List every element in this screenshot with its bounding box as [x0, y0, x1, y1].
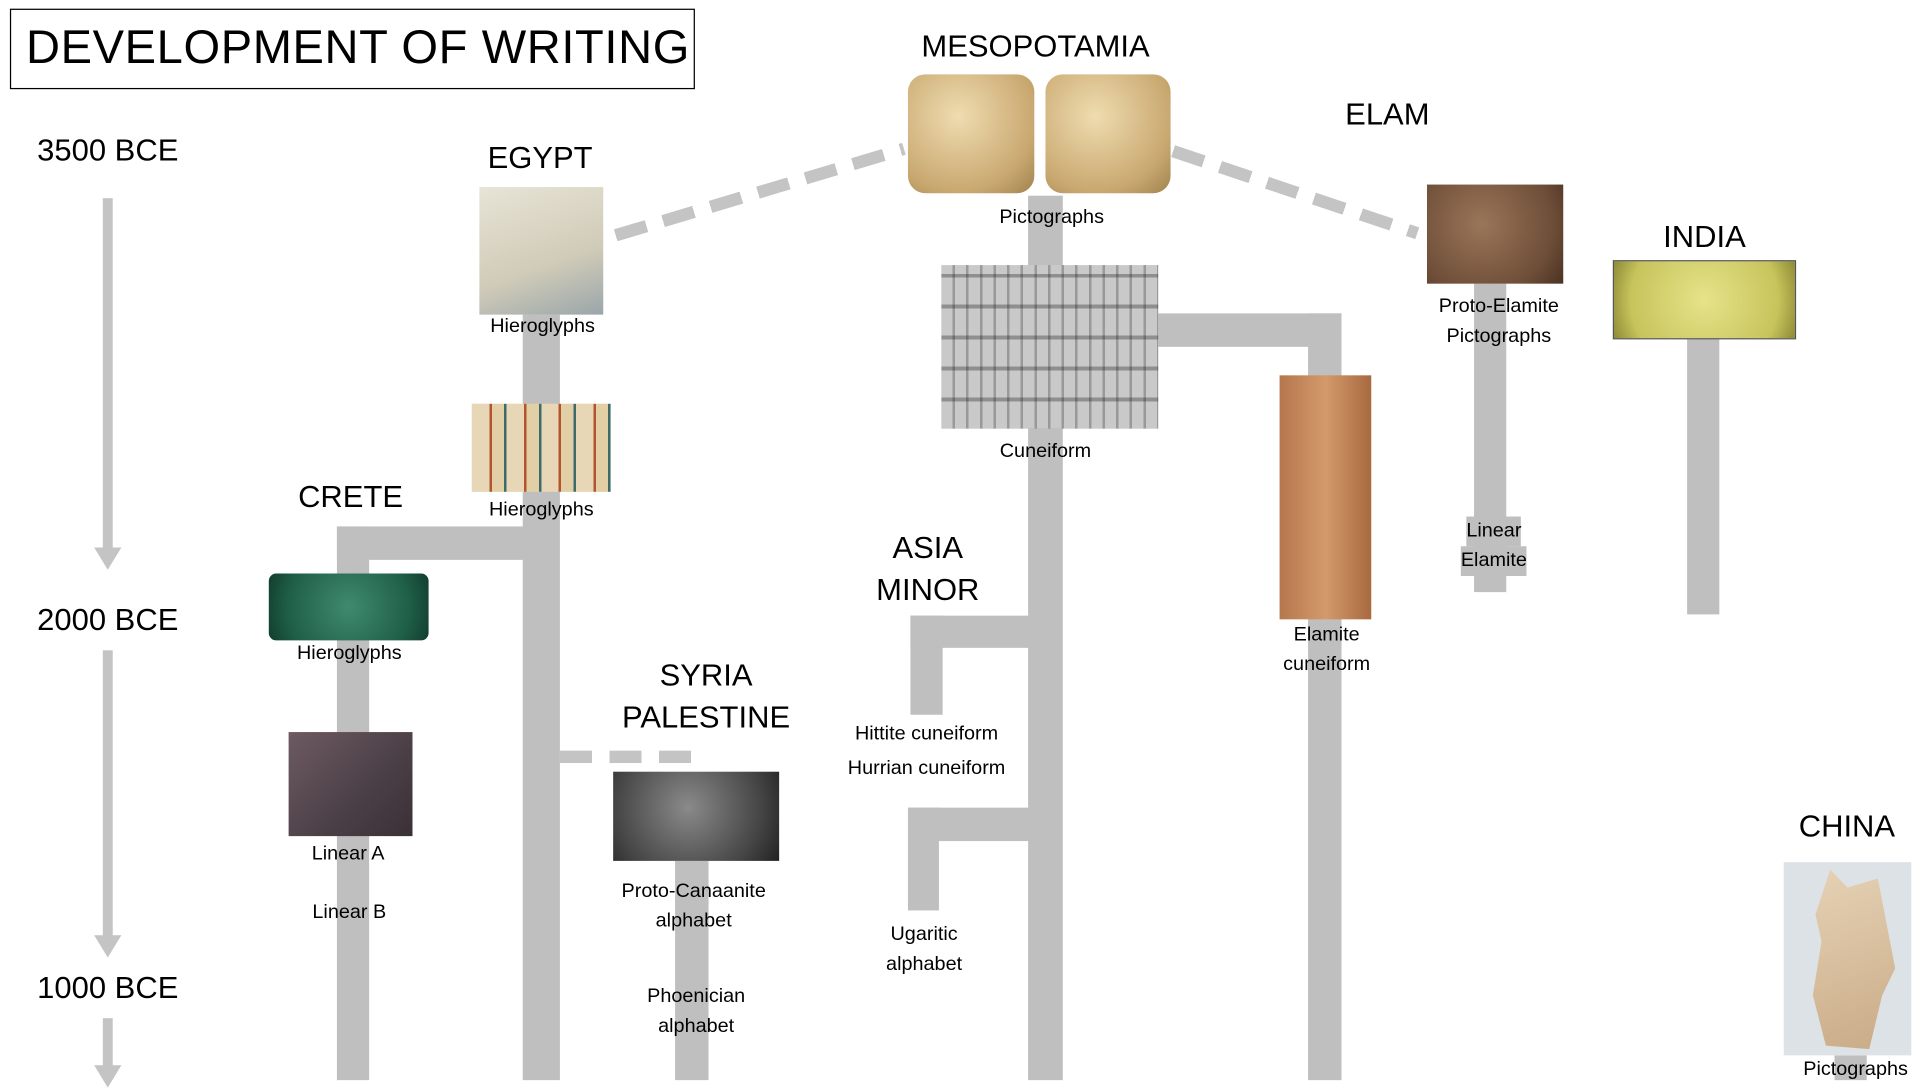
time-arrow-shaft: [102, 1018, 113, 1068]
caption-proto-canaanite-2: alphabet: [655, 910, 732, 932]
region-label-india: INDIA: [1663, 219, 1746, 255]
asia-minor-branch-v2: [907, 807, 939, 911]
region-label-elam: ELAM: [1345, 97, 1430, 132]
china-trunk: [1834, 1055, 1867, 1081]
dashed-connector-elam: [1171, 145, 1420, 240]
page-title: DEVELOPMENT OF WRITING: [26, 22, 690, 75]
caption-mesopotamia-pictographs: Pictographs: [999, 206, 1104, 228]
indus-seal-image: [1612, 260, 1797, 340]
proto-elamite-tablet-image: [1426, 184, 1564, 284]
region-label-asia-minor-1: ASIA: [892, 530, 964, 566]
caption-linear-elamite-2: Elamite: [1460, 546, 1527, 576]
region-label-china: CHINA: [1798, 809, 1896, 845]
elamite-cuneiform-stele-image: [1279, 375, 1372, 620]
caption-ugaritic-2: alphabet: [886, 953, 963, 975]
era-1000: 1000 BCE: [37, 970, 179, 1006]
caption-proto-elamite-1: Proto-Elamite: [1438, 296, 1559, 318]
caption-hurrian-cuneiform: Hurrian cuneiform: [847, 758, 1006, 780]
india-trunk: [1687, 339, 1720, 615]
era-2000: 2000 BCE: [37, 602, 179, 638]
time-arrow-head: [94, 547, 122, 570]
caption-proto-canaanite-1: Proto-Canaanite: [621, 880, 766, 902]
dashed-connector-syria: [559, 750, 704, 764]
time-arrow-head: [94, 1065, 122, 1088]
egypt-painted-hieroglyphs-image: [471, 403, 611, 492]
caption-phoenician-1: Phoenician: [647, 986, 746, 1008]
caption-hittite-cuneiform: Hittite cuneiform: [854, 723, 999, 745]
mesopotamia-tablet-image: [905, 72, 1173, 196]
caption-linear-a: Linear A: [311, 843, 385, 865]
linear-a-tablet-image: [288, 732, 413, 837]
caption-cuneiform: Cuneiform: [999, 440, 1092, 463]
caption-egypt-hieroglyphs-1: Hieroglyphs: [490, 315, 595, 337]
egypt-stone-image: [479, 187, 604, 315]
region-label-egypt: EGYPT: [487, 140, 593, 176]
region-label-mesopotamia: MESOPOTAMIA: [921, 29, 1150, 64]
time-arrow-head: [94, 935, 122, 958]
region-label-syria-1: SYRIA: [659, 658, 753, 694]
proto-canaanite-inscription-image: [613, 771, 780, 861]
caption-elamite-cuneiform-2: cuneiform: [1283, 654, 1371, 676]
title-box: DEVELOPMENT OF WRITING: [9, 8, 695, 90]
dashed-connector-egypt: [613, 142, 906, 242]
syria-trunk: [675, 860, 709, 1081]
cuneiform-tablet-image: [941, 265, 1159, 429]
caption-crete-hieroglyphs: Hieroglyphs: [296, 642, 402, 664]
crete-branch-h: [336, 526, 542, 560]
caption-ugaritic-1: Ugaritic: [890, 924, 958, 946]
caption-phoenician-2: alphabet: [658, 1015, 735, 1037]
caption-linear-elamite-1: Linear: [1466, 516, 1522, 547]
caption-proto-elamite-2: Pictographs: [1446, 325, 1552, 347]
era-3500: 3500 BCE: [37, 133, 179, 168]
region-label-syria-2: PALESTINE: [622, 700, 791, 736]
time-arrow-shaft: [102, 198, 113, 552]
crete-seal-image: [268, 573, 429, 641]
oracle-bone-image: [1783, 862, 1912, 1056]
caption-linear-b: Linear B: [312, 901, 387, 923]
caption-egypt-hieroglyphs-2: Hieroglyphs: [488, 499, 594, 521]
asia-minor-branch-v1: [910, 615, 943, 715]
region-label-asia-minor-2: MINOR: [876, 572, 980, 608]
region-label-crete: CRETE: [298, 479, 404, 515]
caption-elamite-cuneiform-1: Elamite: [1293, 624, 1360, 646]
caption-china-pictographs: Pictographs: [1803, 1059, 1908, 1081]
time-arrow-shaft: [102, 650, 113, 938]
